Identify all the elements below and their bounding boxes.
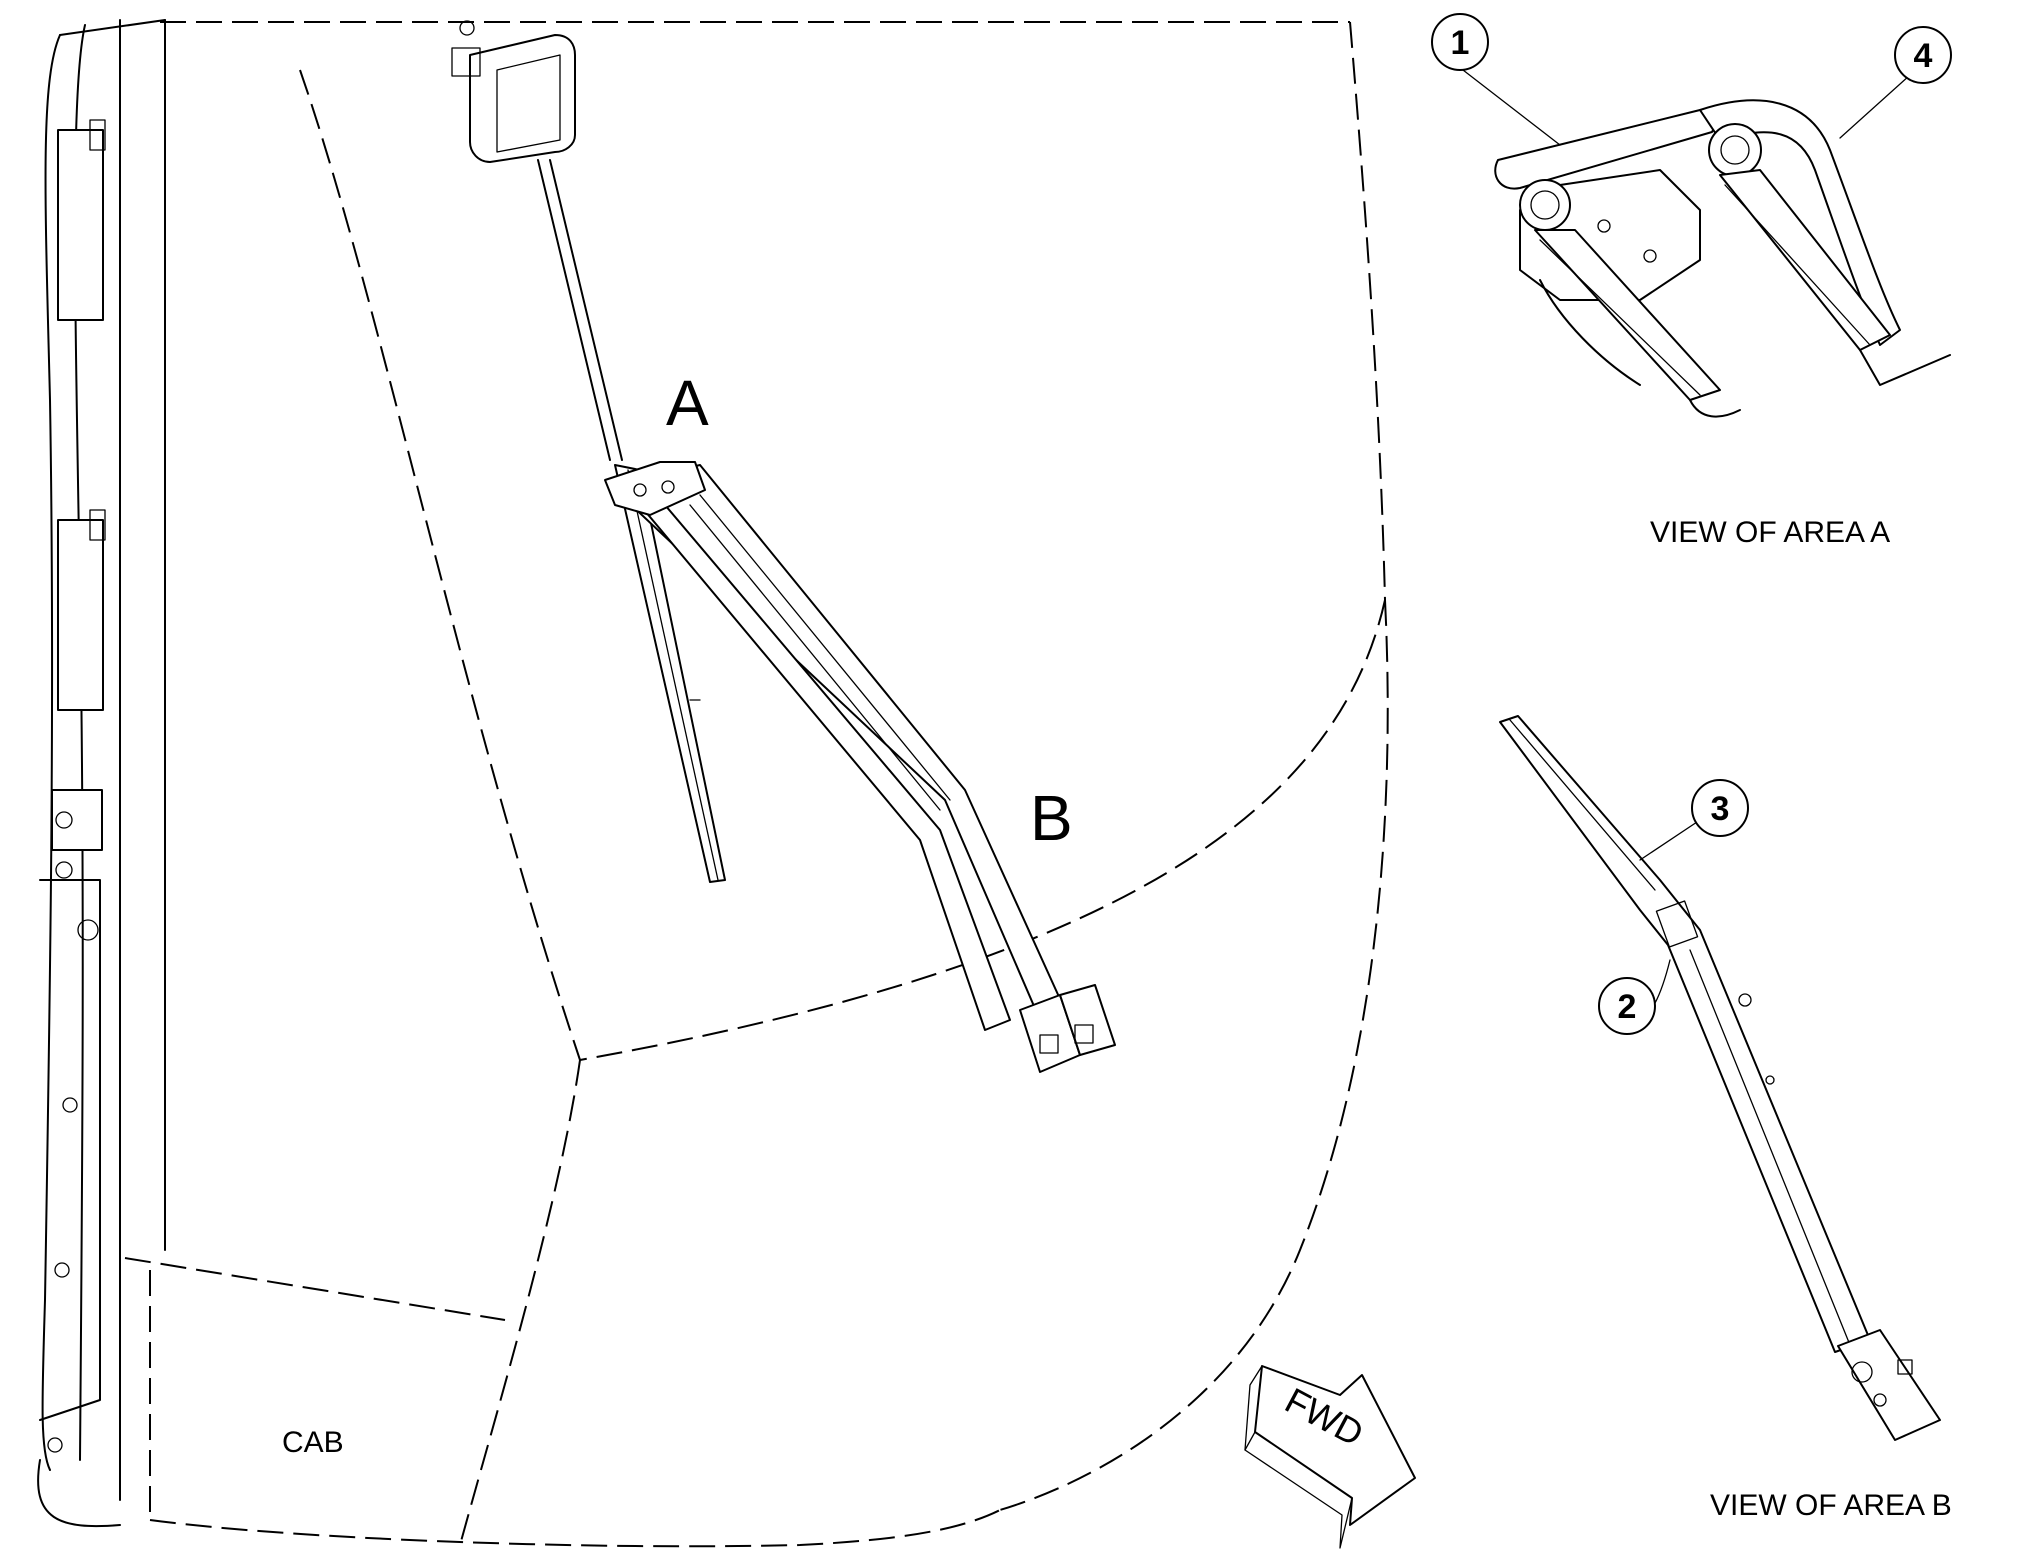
wiper-blade [614, 464, 726, 883]
view-area-b-caption: VIEW OF AREA B [1710, 1489, 1952, 1522]
callout-3-number: 3 [1711, 790, 1730, 828]
cab-label: CAB [282, 1426, 344, 1459]
view-area-a [1462, 69, 1951, 418]
forward-arrow: FWD [1244, 1365, 1416, 1549]
callout-3: 3 [1691, 779, 1749, 837]
callout-4: 4 [1894, 26, 1952, 84]
callout-4-number: 4 [1914, 37, 1933, 75]
callout-2-number: 2 [1618, 988, 1637, 1026]
cab-outline [124, 21, 1389, 1548]
area-b-label: B [1030, 782, 1073, 854]
area-a-label: A [666, 367, 709, 439]
callout-2: 2 [1598, 977, 1656, 1035]
callout-1: 1 [1431, 13, 1489, 71]
view-area-b [1499, 715, 1941, 1441]
door-frame [37, 19, 166, 1528]
callout-1-number: 1 [1451, 24, 1470, 62]
wiper-arm [604, 461, 1116, 1073]
mirror [451, 20, 623, 461]
view-area-a-caption: VIEW OF AREA A [1650, 516, 1890, 549]
